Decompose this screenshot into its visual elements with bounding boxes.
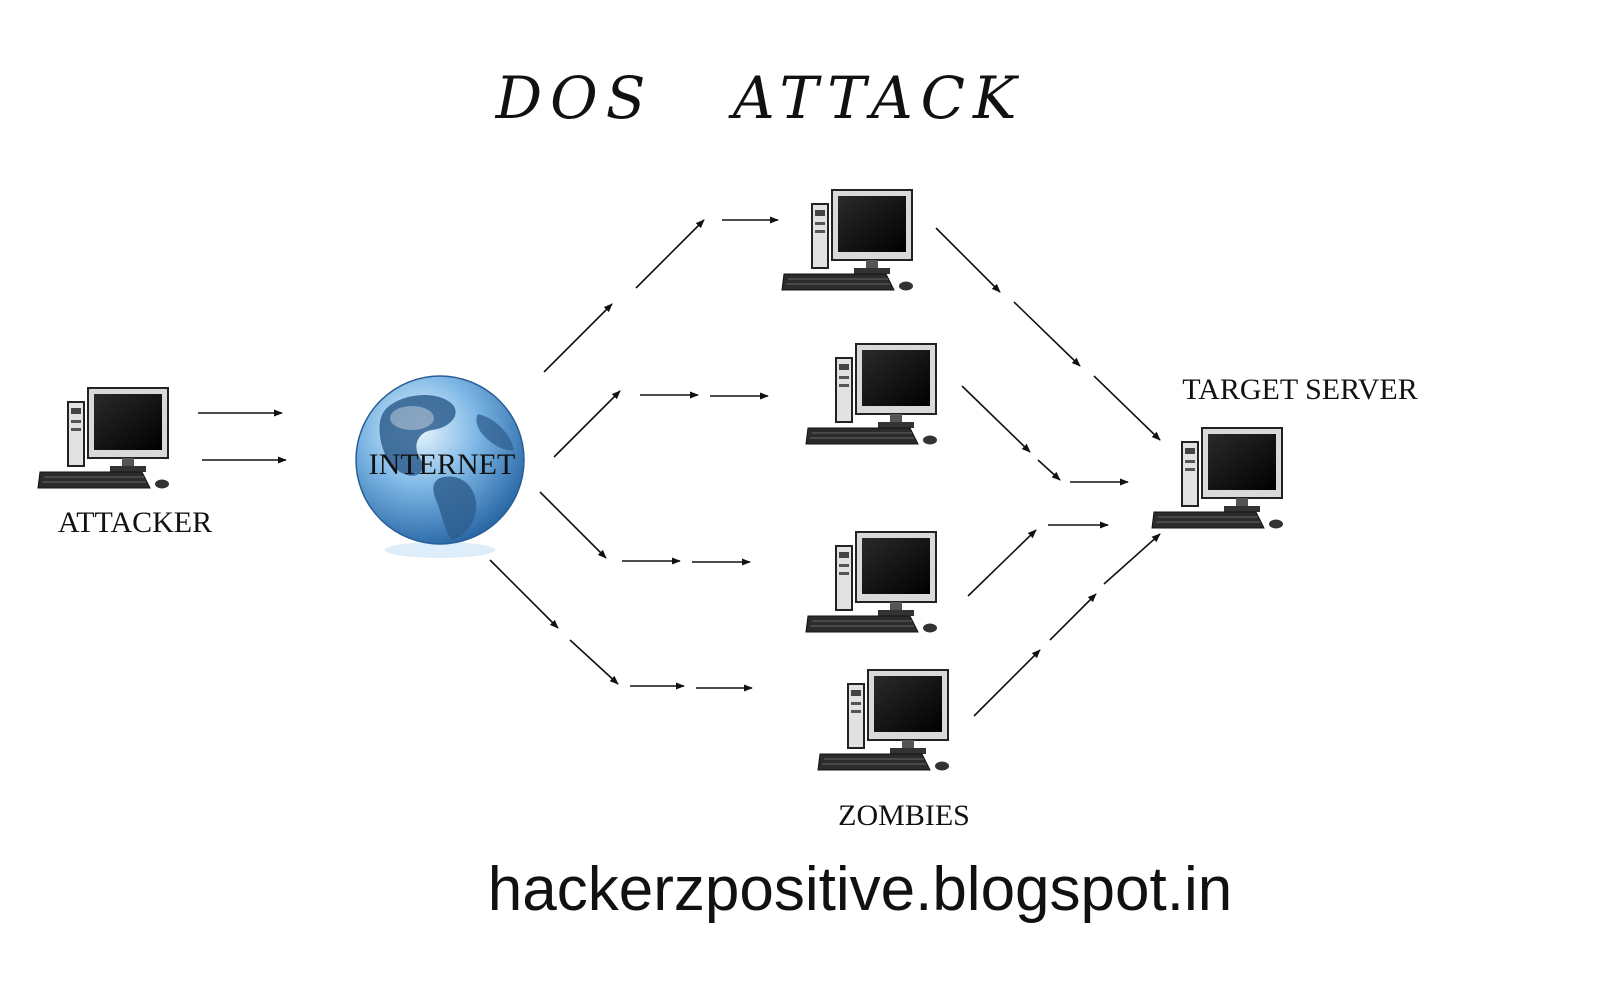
arrow (1093, 375, 1161, 441)
target-server-node: TARGET SERVER (1151, 373, 1418, 530)
footer-url: hackerzpositive.blogspot.in (488, 855, 1232, 924)
arrow (935, 227, 1001, 293)
arrow (1049, 593, 1097, 641)
attacker-label: ATTACKER (58, 506, 212, 539)
arrow (553, 390, 621, 458)
zombie-computer-icon (805, 531, 938, 634)
internet-label: INTERNET (369, 448, 516, 481)
internet-node: INTERNET (355, 375, 525, 558)
zombie-computer-icon (817, 669, 950, 772)
target-server-computer-icon (1151, 427, 1284, 530)
zombies-label: ZOMBIES (838, 799, 970, 832)
arrow (1103, 533, 1161, 585)
arrow (539, 491, 607, 559)
arrow (635, 219, 705, 289)
zombie-computer-icon (781, 189, 914, 292)
arrow (961, 385, 1031, 453)
zombies-group: ZOMBIES (781, 189, 970, 832)
arrows (198, 216, 1161, 717)
globe-icon (355, 375, 525, 558)
arrow (569, 639, 619, 685)
zombie-computer-icon (805, 343, 938, 446)
diagram-title: DOS ATTACK (495, 64, 1025, 132)
arrow (543, 303, 613, 373)
attacker-node: ATTACKER (37, 387, 212, 539)
arrow (973, 649, 1041, 717)
arrow (489, 559, 559, 629)
target-server-label: TARGET SERVER (1182, 373, 1418, 406)
arrow (967, 529, 1037, 597)
attacker-computer-icon (37, 387, 170, 490)
arrow (1037, 459, 1061, 481)
arrow (1013, 301, 1081, 367)
